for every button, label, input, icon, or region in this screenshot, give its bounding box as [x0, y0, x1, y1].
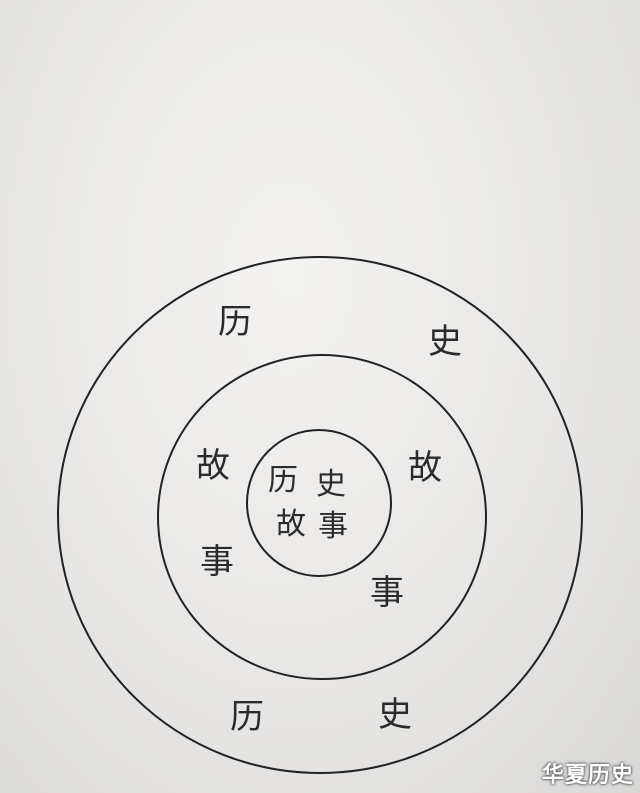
outer-char-bottom-left: 历: [230, 697, 264, 737]
inner-char-row2-left: 故: [276, 507, 306, 542]
outer-char-top-left: 历: [218, 302, 252, 342]
outer-char-top-right: 史: [428, 322, 462, 362]
inner-char-row1-right: 史: [316, 467, 346, 502]
watermark-text: 华夏历史: [541, 763, 634, 788]
middle-char-right-bottom: 事: [370, 573, 404, 613]
middle-char-left-top: 故: [196, 446, 230, 486]
middle-circle: [157, 354, 487, 680]
middle-char-left-bottom: 事: [200, 542, 234, 582]
middle-char-right-top: 故: [408, 448, 442, 488]
inner-circle: [246, 429, 392, 577]
inner-char-row1-left: 历: [268, 463, 298, 498]
inner-char-row2-right: 事: [318, 509, 348, 544]
outer-char-bottom-right: 史: [378, 695, 412, 735]
outer-circle: [57, 256, 583, 774]
